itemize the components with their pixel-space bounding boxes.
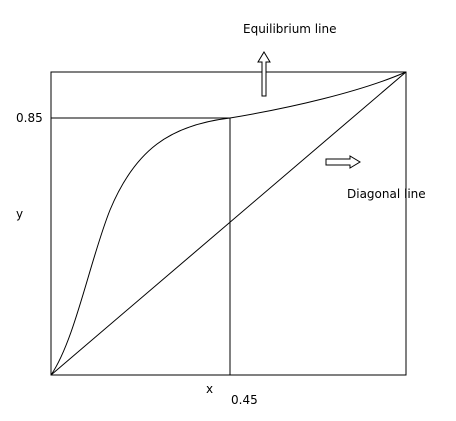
up-arrow-icon [257, 51, 271, 97]
x-axis-label: x [206, 382, 213, 396]
equilibrium-line-label: Equilibrium line [243, 22, 336, 36]
plot-frame [50, 71, 407, 376]
right-arrow-icon [325, 155, 361, 169]
diagonal-line [50, 71, 407, 376]
y-axis-label: y [16, 207, 23, 221]
equilibrium-curve [50, 71, 407, 376]
y-marker-value: 0.85 [16, 111, 43, 125]
diagonal-line-label: Diagonal line [347, 187, 426, 201]
x-marker-value: 0.45 [231, 393, 258, 407]
